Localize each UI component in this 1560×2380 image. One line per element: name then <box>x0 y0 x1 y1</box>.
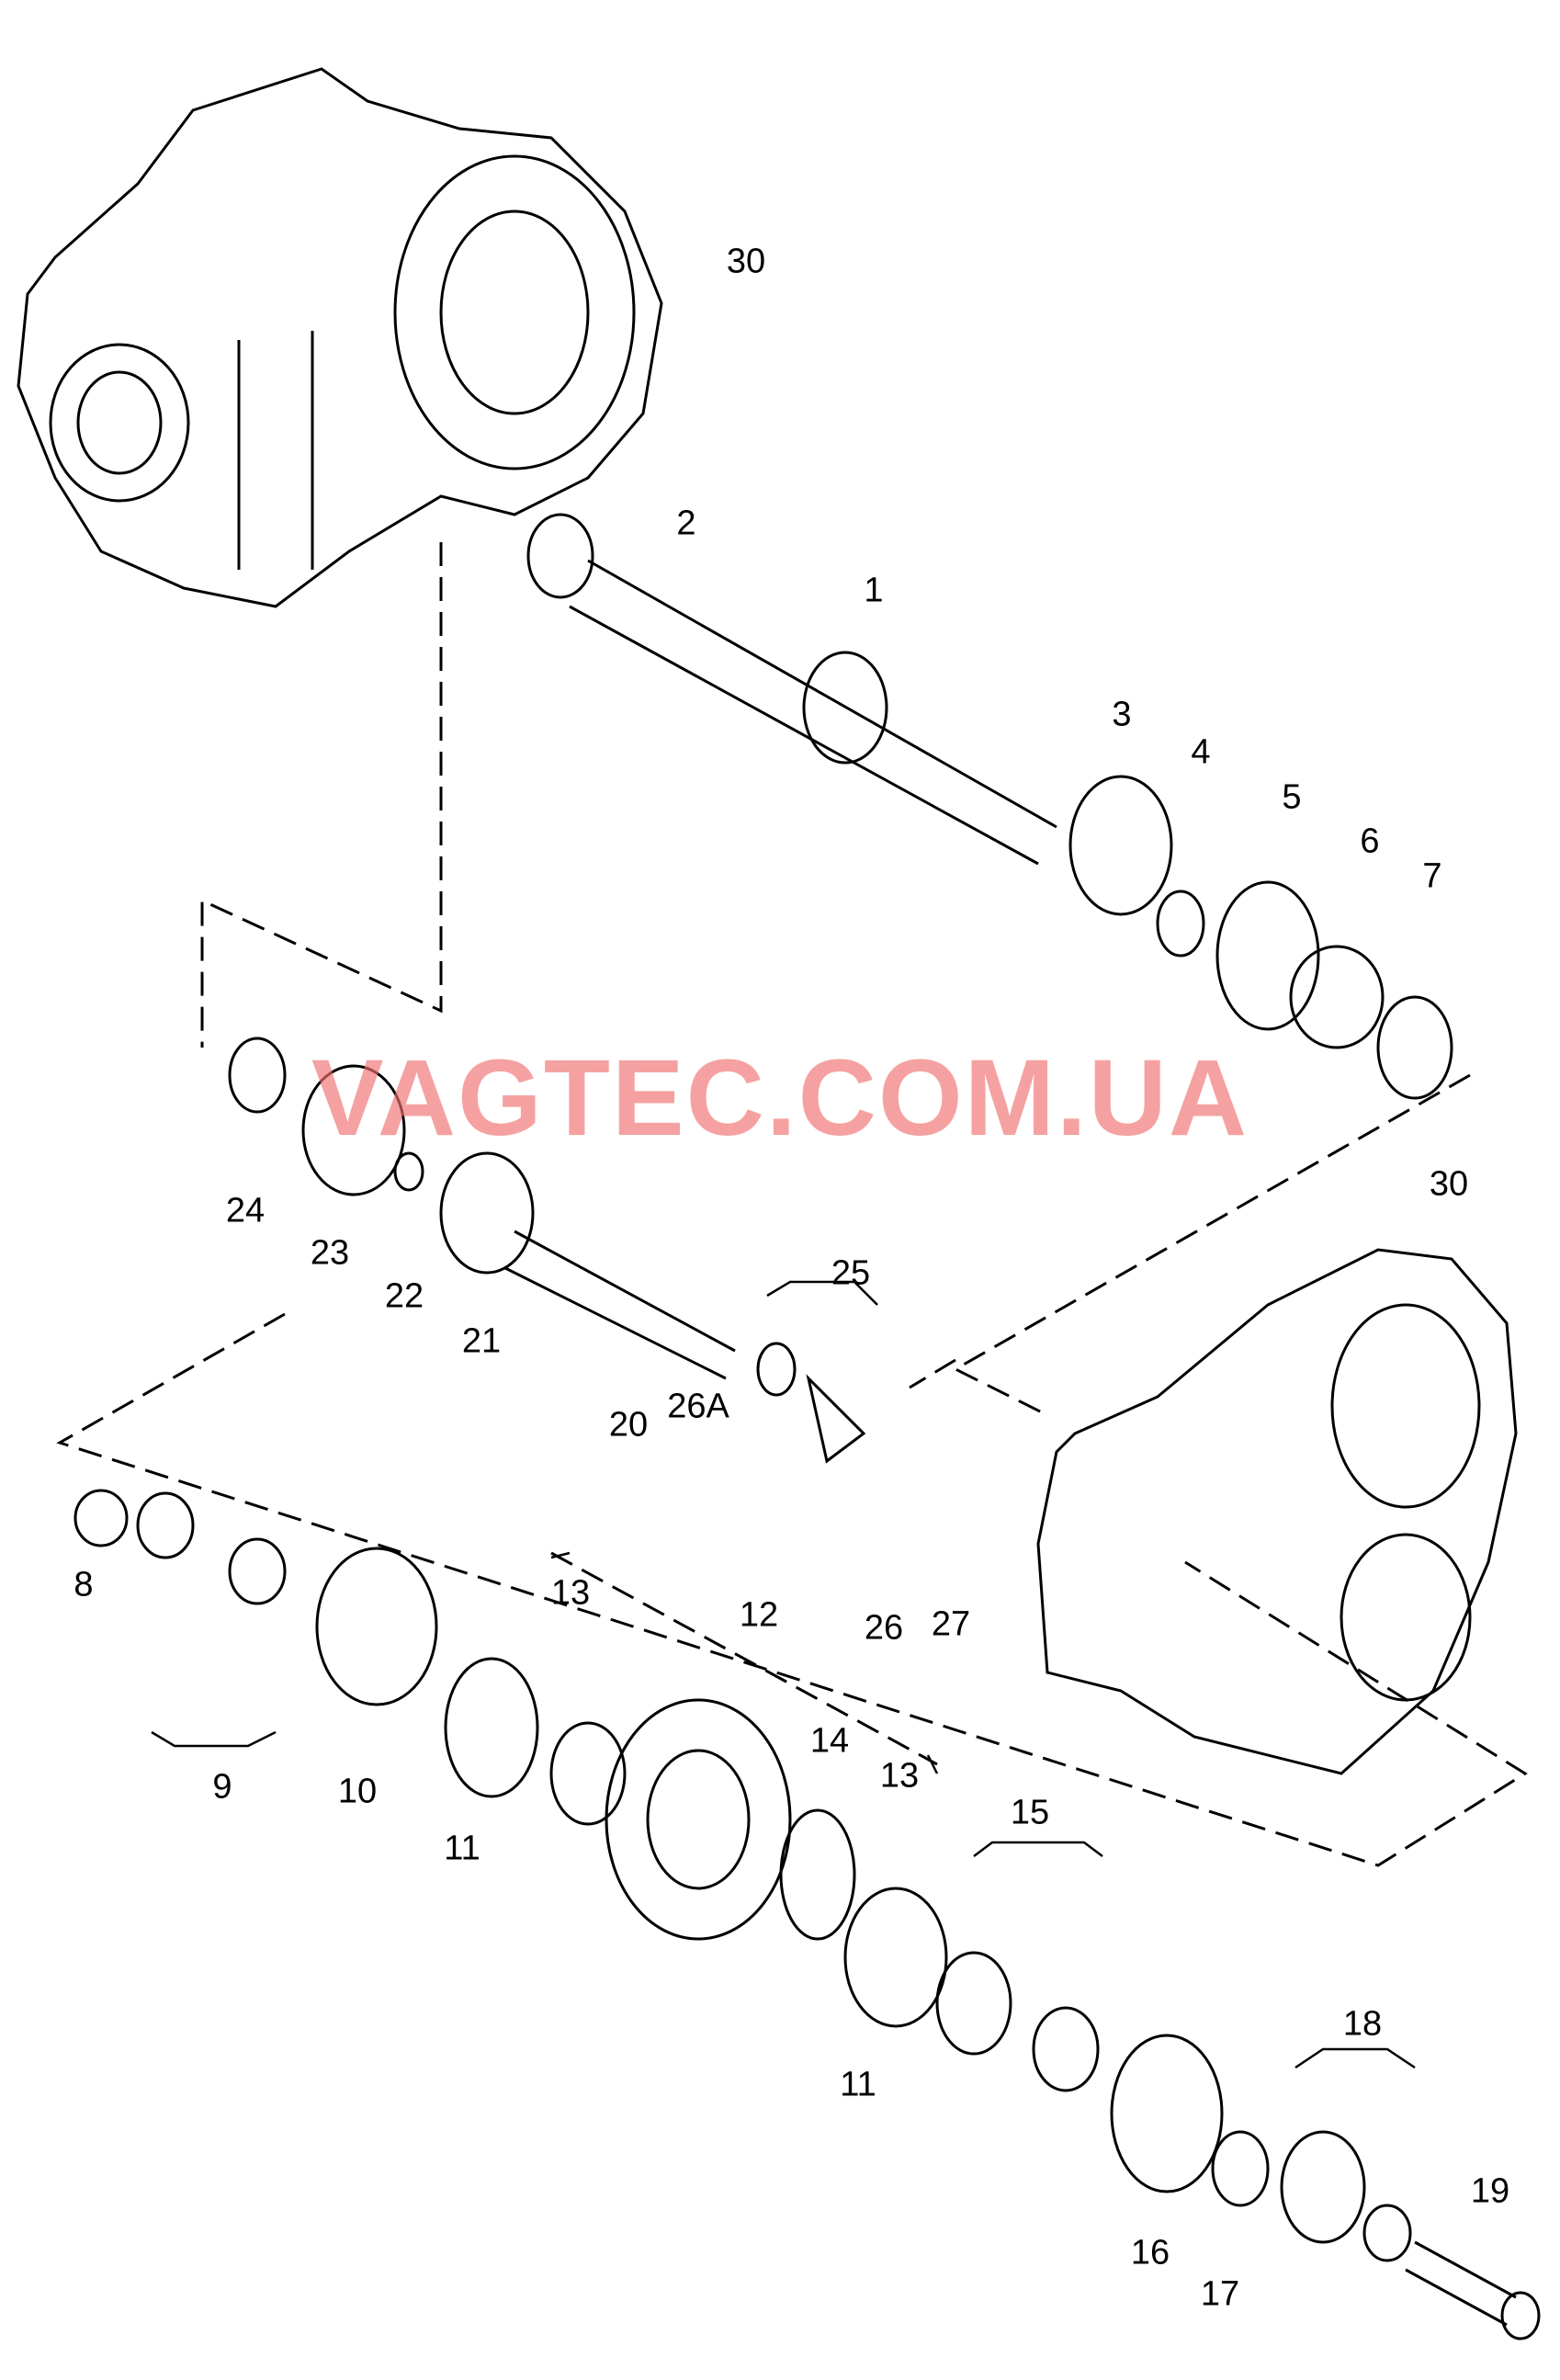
callout-label: 9 <box>212 1767 232 1807</box>
group-brackets <box>151 1280 1416 2069</box>
callout-label: 26A <box>667 1387 729 1426</box>
callout-label: 27 <box>931 1604 971 1644</box>
callout-label: 12 <box>739 1595 779 1635</box>
callout-label: 30 <box>726 242 766 281</box>
gearbox-housing-top <box>17 67 663 608</box>
gearbox-housing-bottom <box>1036 1248 1518 1775</box>
callout-label: 16 <box>1130 2233 1170 2272</box>
callout-label: 4 <box>1191 732 1211 772</box>
callout-label: 30 <box>1429 1164 1469 1204</box>
callout-label: 6 <box>1360 822 1380 861</box>
input-shaft <box>526 513 1453 1100</box>
callout-label: 2 <box>676 504 696 543</box>
callout-label: 7 <box>1422 856 1442 896</box>
callout-label: 8 <box>73 1565 94 1604</box>
callout-label: 24 <box>225 1191 266 1230</box>
watermark: VAGTEC.COM.UA <box>311 1037 1249 1159</box>
callout-label: 21 <box>461 1321 502 1361</box>
callout-label: 3 <box>1112 695 1132 734</box>
callout-label: 19 <box>1470 2171 1510 2211</box>
callout-label: 14 <box>809 1721 850 1761</box>
assembly-guide-lines <box>56 542 1528 1867</box>
callout-label: 18 <box>1342 2004 1383 2044</box>
callout-label: 25 <box>831 1253 871 1293</box>
callout-label: 15 <box>1010 1793 1050 1832</box>
callout-label: 5 <box>1282 777 1302 817</box>
callout-label: 1 <box>864 571 884 610</box>
bottom-components <box>73 1489 1541 2340</box>
callout-label: 13 <box>550 1573 591 1613</box>
callout-label: 26 <box>864 1608 904 1648</box>
callout-label: 13 <box>879 1756 920 1796</box>
output-shaft <box>228 1037 866 1464</box>
callout-label: 11 <box>444 1829 480 1868</box>
callout-label: 20 <box>608 1405 649 1445</box>
callout-label: 11 <box>840 2065 876 2104</box>
callout-label: 22 <box>384 1276 424 1316</box>
callout-label: 17 <box>1200 2274 1240 2314</box>
callout-label: 23 <box>310 1233 350 1273</box>
callout-label: 10 <box>337 1772 378 1811</box>
